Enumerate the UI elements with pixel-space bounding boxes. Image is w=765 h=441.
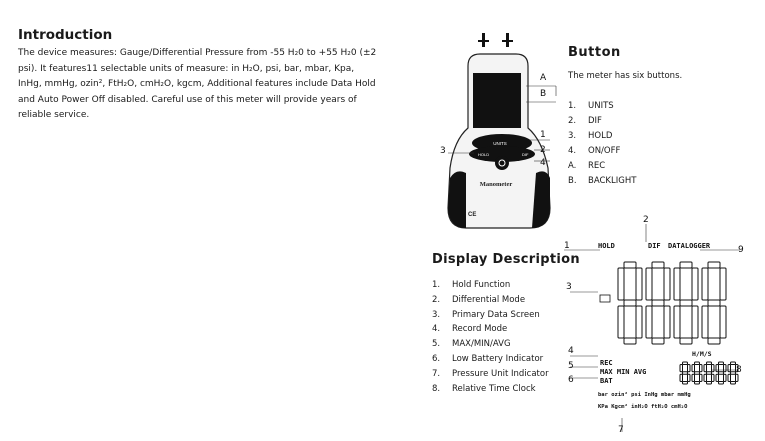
primary-digit (645, 261, 671, 345)
item-number: 4. (432, 324, 441, 335)
introduction-body: The device measures: Gauge/Differential … (18, 48, 377, 120)
dif-indicator: DIF (648, 242, 661, 250)
display-list-item: 7. Pressure Unit Indicator (432, 367, 549, 382)
item-label: HOLD (588, 131, 613, 141)
lcd-display-illustration: 2 1 9 3 4 5 6 8 7 HOLD DIF DATALOGGER H/… (564, 215, 744, 435)
clock-digit (703, 361, 715, 385)
lcd-callout-3: 3 (566, 282, 572, 292)
hose-port-icon (478, 33, 513, 47)
item-label: ON/OFF (588, 146, 621, 156)
display-list-item: 1. Hold Function (432, 278, 549, 293)
dif-button: DIF (522, 152, 529, 157)
primary-digit (673, 261, 699, 345)
primary-digit (701, 261, 727, 345)
ce-mark: CE (468, 212, 476, 218)
clock-digit (715, 361, 727, 385)
item-number: 8. (432, 383, 441, 394)
primary-digit (617, 261, 643, 345)
button-list: 1. UNITS 2. DIF 3. HOLD 4. ON/OFF A. REC B. BA… (568, 99, 636, 189)
callout-b: B (540, 89, 546, 99)
item-number: 5. (432, 339, 441, 350)
callout-a: A (540, 73, 547, 83)
display-list-item: 8. Relative Time Clock (432, 382, 549, 397)
lcd-callout-9: 9 (738, 245, 744, 255)
item-number: A. (568, 161, 577, 171)
button-list-item: A. REC (568, 159, 636, 174)
power-button-icon (495, 156, 509, 170)
item-number: 7. (432, 368, 441, 379)
display-list-item: 2. Differential Mode (432, 293, 549, 308)
item-number: 2. (432, 294, 441, 305)
grip-right (532, 171, 550, 228)
max-min-avg-indicator: MAX MIN AVG (600, 368, 646, 376)
lcd-callout-6: 6 (568, 375, 574, 385)
display-list-item: 3. Primary Data Screen (432, 308, 549, 323)
unit-indicators-row-2: KPa Kgcm² inH₂O ftH₂O cmH₂O (598, 403, 688, 410)
item-label: Relative Time Clock (452, 383, 536, 394)
units-button: UNITS (493, 141, 507, 146)
item-label: Record Mode (452, 324, 508, 335)
rec-indicator: REC (600, 359, 613, 367)
grip-left (448, 171, 466, 228)
callout-1: 1 (540, 130, 546, 140)
hold-button: HOLD (478, 152, 489, 157)
item-label: Pressure Unit Indicator (452, 368, 549, 379)
lcd-callout-5: 5 (568, 361, 574, 371)
brand-label: Manometer (480, 181, 513, 188)
item-number: B. (568, 176, 577, 186)
lcd-callout-7: 7 (618, 425, 624, 435)
item-number: 1. (568, 101, 577, 111)
clock-digit (727, 361, 739, 385)
item-label: BACKLIGHT (588, 176, 637, 186)
clock-digit (691, 361, 703, 385)
item-label: MAX/MIN/AVG (452, 339, 511, 350)
manometer-device-illustration: UNITS HOLD DIF Manometer CE A B 1 2 3 4 (440, 33, 557, 229)
button-list-item: B. BACKLIGHT (568, 174, 636, 189)
button-row (469, 146, 535, 162)
button-list-item: 1. UNITS (568, 99, 636, 114)
battery-indicator: BAT (600, 377, 613, 385)
item-number: 4. (568, 146, 577, 156)
display-list: 1. Hold Function 2. Differential Mode 3. Pr… (432, 278, 549, 396)
item-number: 2. (568, 116, 577, 126)
lcd-callout-2: 2 (643, 215, 649, 225)
item-label: Primary Data Screen (452, 309, 540, 320)
relative-time-clock-digits (679, 361, 739, 385)
hold-indicator: HOLD (598, 242, 615, 250)
display-list-item: 5. MAX/MIN/AVG (432, 337, 549, 352)
display-section-title: Display Description (432, 252, 580, 267)
button-list-item: 2. DIF (568, 114, 636, 129)
button-section-title: Button (568, 45, 621, 60)
button-section-intro: The meter has six buttons. (568, 71, 683, 81)
item-number: 3. (568, 131, 577, 141)
item-label: UNITS (588, 101, 614, 111)
display-list-item: 4. Record Mode (432, 322, 549, 337)
callout-3: 3 (440, 146, 446, 156)
item-label: REC (588, 161, 606, 171)
negative-sign-indicator (599, 294, 611, 303)
lcd-callout-4: 4 (568, 346, 574, 356)
unit-indicators-row-1: bar ozin² psi InHg mbar mmHg (598, 391, 691, 398)
item-label: Differential Mode (452, 294, 526, 305)
button-list-item: 4. ON/OFF (568, 144, 636, 159)
datalogger-indicator: DATALOGGER (668, 242, 711, 250)
primary-data-digits (617, 261, 727, 345)
item-number: 3. (432, 309, 441, 320)
hms-indicator: H/M/S (692, 350, 712, 358)
callout-2: 2 (540, 145, 546, 155)
introduction-title: Introduction (18, 27, 113, 43)
item-label: Hold Function (452, 280, 511, 290)
callout-4: 4 (540, 158, 546, 168)
clock-digit (679, 361, 691, 385)
item-number: 1. (432, 280, 441, 290)
item-number: 6. (432, 353, 441, 364)
item-label: Low Battery Indicator (452, 353, 544, 364)
button-list-item: 3. HOLD (568, 129, 636, 144)
device-screen (473, 73, 521, 128)
lcd-callout-1: 1 (564, 241, 570, 251)
lcd-callout-8: 8 (736, 365, 742, 375)
display-list-item: 6. Low Battery Indicator (432, 352, 549, 367)
item-label: DIF (588, 116, 602, 126)
